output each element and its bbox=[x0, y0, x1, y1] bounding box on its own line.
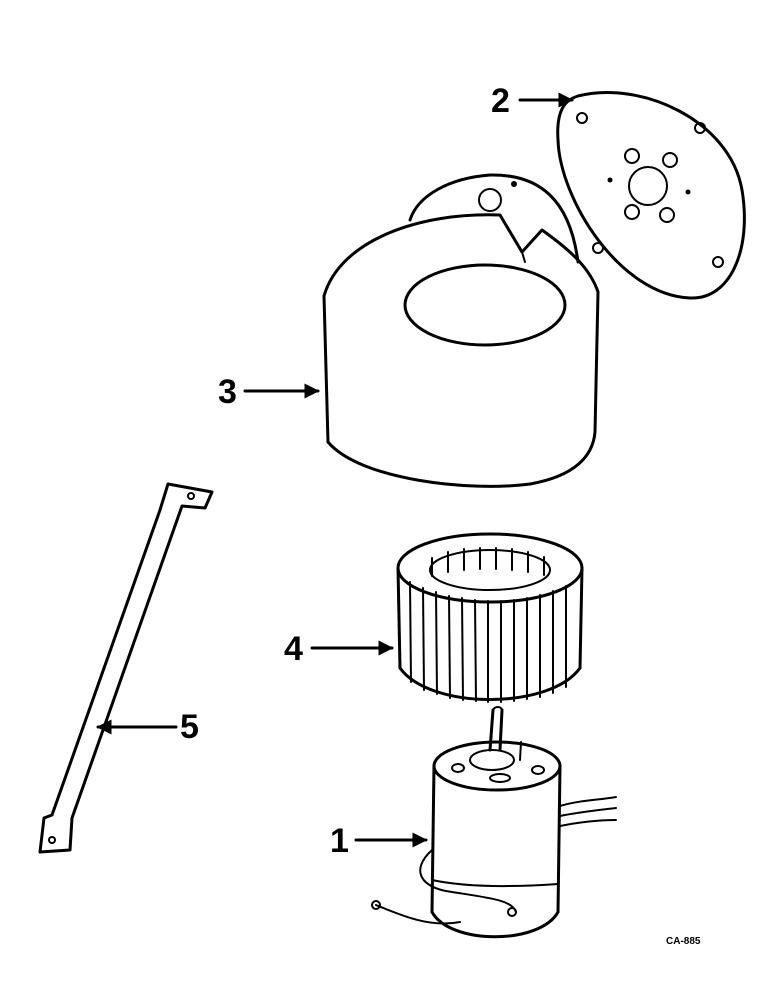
blower-housing-part bbox=[322, 173, 600, 488]
svg-text:4: 4 bbox=[284, 630, 303, 668]
callout-4: 4 bbox=[284, 630, 394, 668]
callout-3: 3 bbox=[218, 373, 320, 411]
blower-wheel-part bbox=[396, 532, 584, 703]
svg-text:5: 5 bbox=[180, 708, 199, 746]
svg-text:3: 3 bbox=[218, 373, 237, 411]
callout-2: 2 bbox=[491, 82, 574, 120]
callout-5: 5 bbox=[96, 708, 199, 746]
svg-text:2: 2 bbox=[491, 82, 510, 120]
svg-text:1: 1 bbox=[330, 822, 349, 860]
support-strap-part bbox=[38, 482, 214, 854]
drawing-code: CA-885 bbox=[666, 936, 701, 947]
callout-1: 1 bbox=[330, 822, 428, 860]
blower-motor-part bbox=[371, 706, 617, 939]
mounting-plate-part bbox=[556, 91, 746, 300]
